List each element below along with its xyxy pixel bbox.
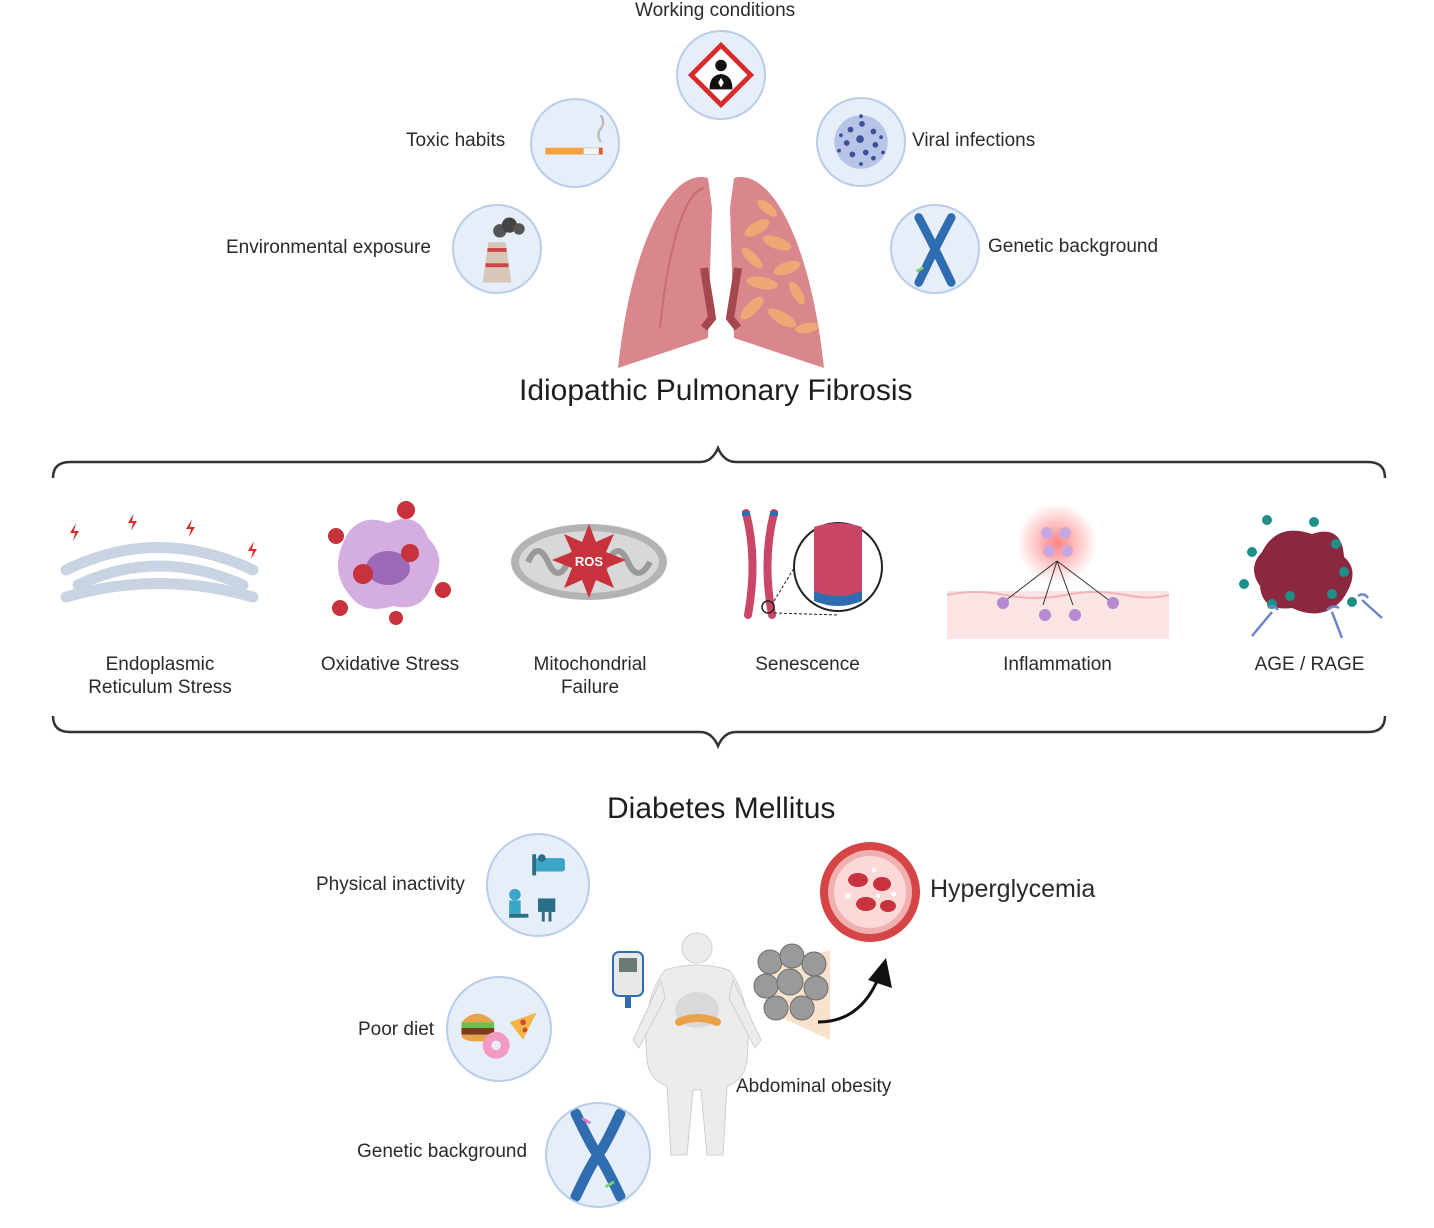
virus-icon — [816, 97, 906, 187]
ipf-title: Idiopathic Pulmonary Fibrosis — [519, 374, 913, 407]
genetic-background-label-dm: Genetic background — [357, 1141, 528, 1162]
hazard-icon — [676, 30, 766, 120]
chromosome-icon — [890, 204, 980, 294]
mitochondrial-failure-label: Mitochondrial Failure — [500, 653, 680, 699]
oxidative-cell-icon — [328, 501, 451, 625]
er-stress-label-line2: Reticulum Stress — [88, 677, 232, 698]
arrow-to-hyperglycemia — [817, 958, 892, 1024]
inflammation-label: Inflammation — [1003, 654, 1112, 675]
er-stress-label-line1: Endoplasmic — [105, 654, 215, 675]
lungs-illustration — [618, 177, 824, 368]
telomere-chromosome-icon — [742, 509, 883, 619]
er-stress-label: Endoplasmic Reticulum Stress — [60, 653, 260, 699]
mitochondrial-failure-label-line2: Failure — [560, 677, 620, 698]
age-rage-label: AGE / RAGE — [1254, 654, 1365, 675]
factory-icon — [452, 204, 542, 294]
oxidative-stress-label: Oxidative Stress — [320, 654, 460, 675]
toxic-habits-label: Toxic habits — [406, 130, 506, 151]
age-rage-icon — [1239, 515, 1383, 639]
mitochondria-icon: ROS — [511, 524, 667, 600]
inflammation-tissue-icon — [946, 505, 1169, 639]
viral-infections-label: Viral infections — [912, 130, 1036, 151]
poor-diet-label: Poor diet — [358, 1019, 435, 1040]
dm-title: Diabetes Mellitus — [607, 792, 836, 825]
junk-food-icon — [446, 976, 552, 1082]
mitochondrial-failure-label-line1: Mitochondrial — [533, 654, 647, 675]
genetic-background-label-ipf: Genetic background — [988, 236, 1159, 257]
endoplasmic-reticulum-icon — [60, 515, 259, 603]
physical-inactivity-label: Physical inactivity — [316, 874, 465, 895]
blood-vessel-icon — [818, 840, 922, 944]
working-conditions-label: Working conditions — [635, 0, 796, 21]
cigarette-icon — [530, 98, 620, 188]
ros-label: ROS — [575, 554, 604, 569]
chromosome-dm-icon — [545, 1102, 651, 1208]
senescence-label: Senescence — [755, 654, 860, 675]
abdominal-obesity-label: Abdominal obesity — [736, 1076, 892, 1097]
inactivity-icon — [486, 833, 590, 937]
hyperglycemia-label: Hyperglycemia — [930, 875, 1096, 903]
adipose-cluster-icon — [753, 943, 829, 1021]
environmental-exposure-label: Environmental exposure — [226, 237, 431, 258]
